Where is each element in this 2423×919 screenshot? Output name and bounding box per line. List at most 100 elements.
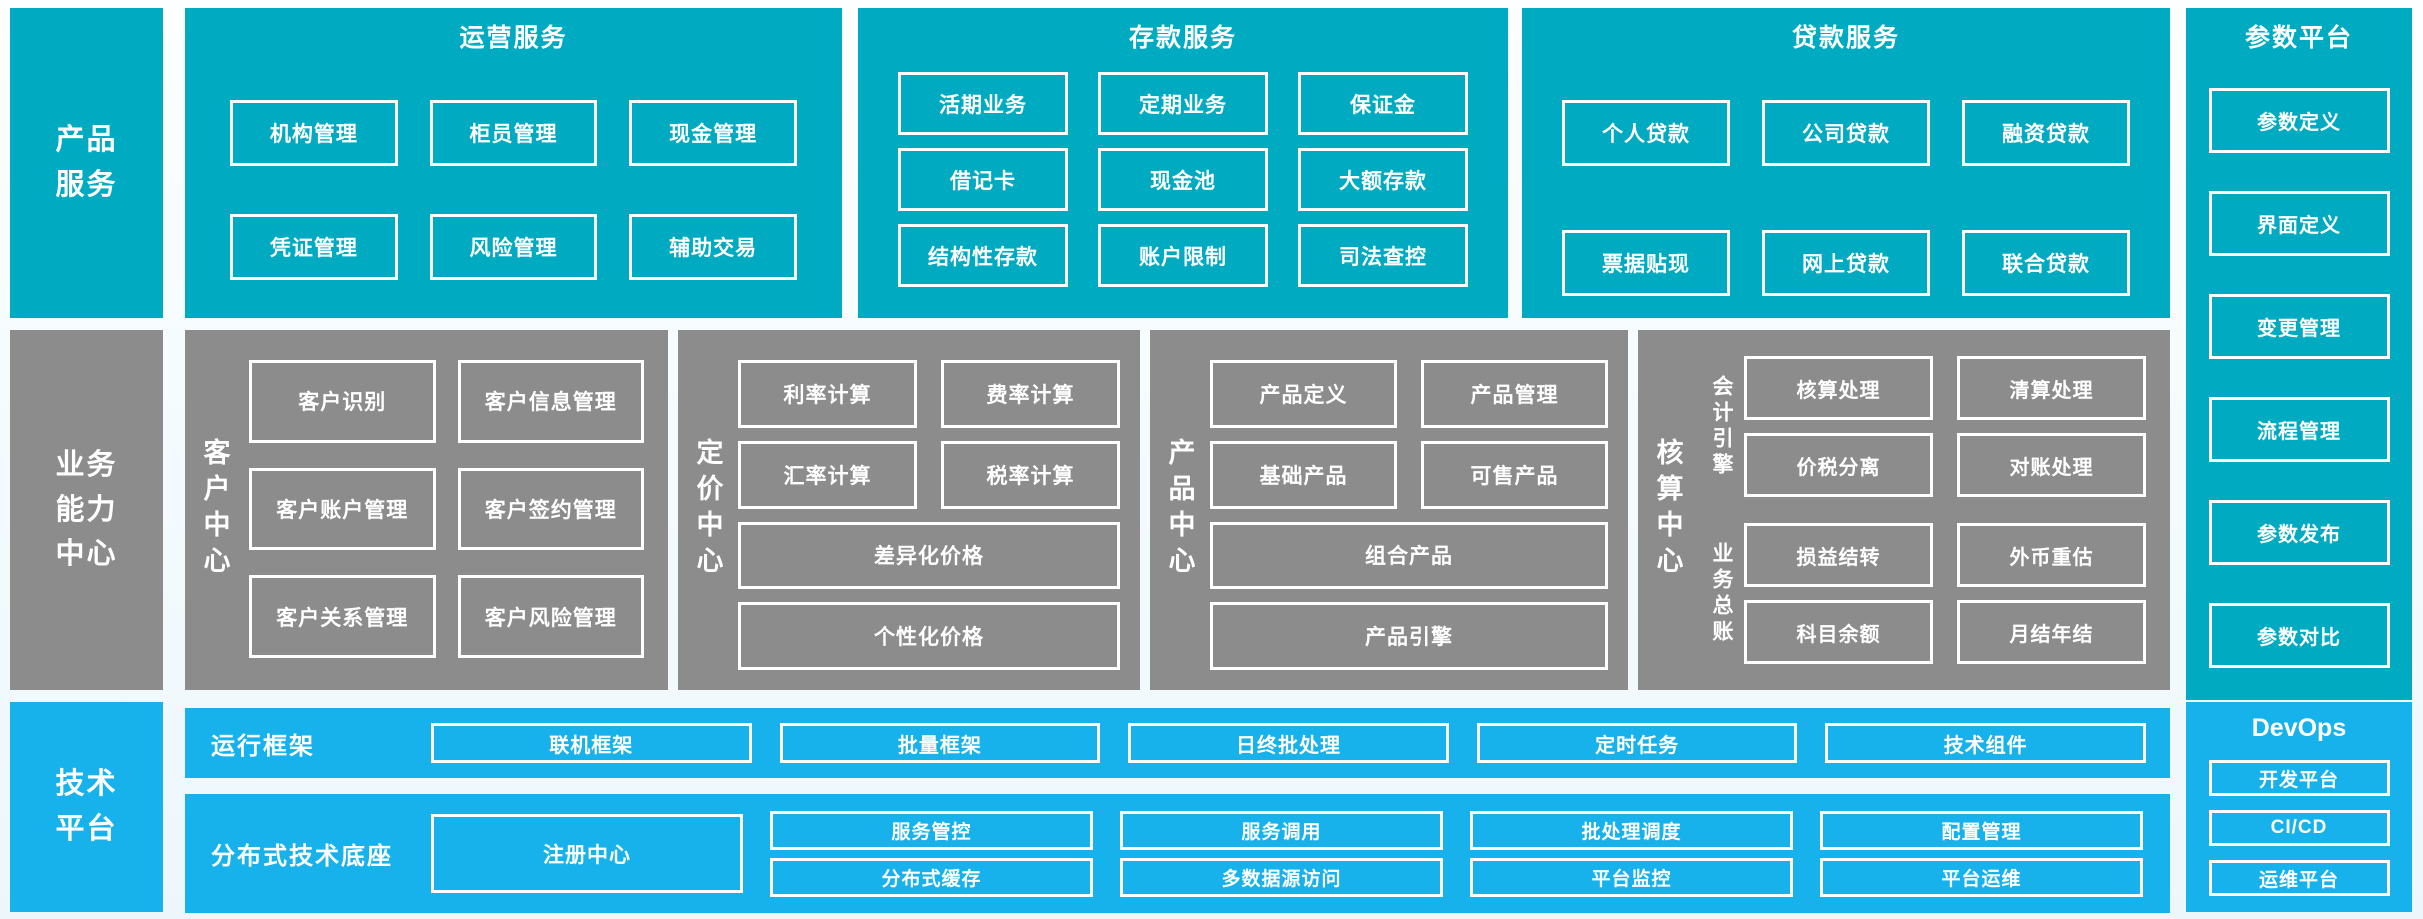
diagram-node: 开发平台 <box>2208 760 2390 796</box>
diagram-node: 平台监控 <box>1470 857 1793 897</box>
diagram-node: 税率计算 <box>941 440 1120 509</box>
accounting-body: 会计引擎 核算处理 清算处理 价税分离 对账处理 业务总账 损益结转 外币重估 … <box>1698 356 2146 664</box>
diagram-node: 对账处理 <box>1957 433 2146 497</box>
diagram-node: 多数据源访问 <box>1120 857 1443 897</box>
diagram-node: 运维平台 <box>2208 860 2390 896</box>
diagram-node: 参数对比 <box>2208 603 2390 668</box>
diagram-node: 个性化价格 <box>738 602 1120 670</box>
band-label-business-center: 业务 能力 中心 <box>10 330 163 690</box>
diagram-node: 月结年结 <box>1957 600 2146 664</box>
diagram-node: 融资贷款 <box>1962 100 2130 166</box>
diagram-node: 流程管理 <box>2208 397 2390 462</box>
section-loan-services: 贷款服务 个人贷款 公司贷款 融资贷款 票据贴现 网上贷款 联合贷款 <box>1522 8 2170 318</box>
diagram-node: 外币重估 <box>1957 523 2146 587</box>
section-deposit-services: 存款服务 活期业务 定期业务 保证金 借记卡 现金池 大额存款 结构性存款 账户… <box>858 8 1508 318</box>
diagram-node: 技术组件 <box>1825 723 2146 763</box>
section-customer-center: 客户中心 客户识别 客户信息管理 客户账户管理 客户签约管理 客户关系管理 客户… <box>185 330 668 690</box>
section-accounting-center: 核算中心 会计引擎 核算处理 清算处理 价税分离 对账处理 业务总账 损益结转 … <box>1638 330 2170 690</box>
diagram-node: 客户账户管理 <box>249 467 436 551</box>
diagram-node: 服务调用 <box>1120 810 1443 850</box>
diagram-node: 产品引擎 <box>1210 602 1608 670</box>
diagram-node: 客户信息管理 <box>457 360 644 443</box>
diagram-node: 公司贷款 <box>1762 100 1930 166</box>
diagram-node: 客户识别 <box>249 360 436 443</box>
diagram-node: 联合贷款 <box>1962 230 2130 296</box>
band-label-line: 中心 <box>55 538 118 571</box>
row-label: 分布式技术底座 <box>211 843 393 870</box>
diagram-node: 利率计算 <box>738 360 917 428</box>
diagram-node: 活期业务 <box>898 72 1068 135</box>
diagram-node: 差异化价格 <box>738 521 1120 590</box>
section-parameter-platform: 参数平台 参数定义 界面定义 变更管理 流程管理 参数发布 参数对比 <box>2186 8 2412 700</box>
diagram-node: 平台运维 <box>1820 857 2143 897</box>
diagram-node: 凭证管理 <box>230 214 398 280</box>
diagram-node: 辅助交易 <box>629 214 797 280</box>
section-product-center: 产品中心 产品定义 产品管理 基础产品 可售产品 组合产品 产品引擎 <box>1150 330 1628 690</box>
diagram-node: 分布式缓存 <box>770 857 1093 897</box>
diagram-node: 结构性存款 <box>898 224 1068 287</box>
diagram-node: 变更管理 <box>2208 294 2390 359</box>
group-vertical-label: 会计引擎 <box>1710 374 1733 479</box>
diagram-node: 风险管理 <box>429 214 598 280</box>
diagram-node: 产品管理 <box>1421 360 1608 428</box>
diagram-node: 批量框架 <box>779 723 1101 763</box>
business-ledger-group: 业务总账 损益结转 外币重估 科目余额 月结年结 <box>1698 523 2146 664</box>
diagram-node: 联机框架 <box>431 723 752 763</box>
diagram-node: 服务管控 <box>770 810 1093 850</box>
diagram-node: 汇率计算 <box>738 440 917 509</box>
diagram-node: 损益结转 <box>1744 523 1933 587</box>
diagram-node: 柜员管理 <box>429 100 598 166</box>
diagram-node: 清算处理 <box>1957 356 2146 420</box>
diagram-node: 科目余额 <box>1744 600 1933 664</box>
product-grid: 产品定义 产品管理 基础产品 可售产品 组合产品 产品引擎 <box>1210 360 1608 670</box>
band-label-line: 能力 <box>55 493 118 526</box>
diagram-node: 现金管理 <box>629 100 797 166</box>
diagram-node: 界面定义 <box>2208 191 2390 256</box>
devops-list: 开发平台 CI/CD 运维平台 <box>2186 760 2412 896</box>
diagram-node: 现金池 <box>1098 148 1268 211</box>
diagram-node: 注册中心 <box>431 814 743 893</box>
diagram-node: 账户限制 <box>1098 224 1268 287</box>
center-vertical-label: 产品中心 <box>1164 438 1195 582</box>
diagram-node: 参数发布 <box>2208 500 2390 565</box>
diagram-node: 可售产品 <box>1421 440 1608 509</box>
center-vertical-label: 定价中心 <box>692 438 723 582</box>
diagram-node: 机构管理 <box>230 100 398 166</box>
section-devops: DevOps 开发平台 CI/CD 运维平台 <box>2186 702 2412 912</box>
section-operations-services: 运营服务 机构管理 柜员管理 现金管理 凭证管理 风险管理 辅助交易 <box>185 8 842 318</box>
diagram-node: 保证金 <box>1298 72 1468 135</box>
diagram-node: 客户关系管理 <box>249 575 436 658</box>
diagram-node: CI/CD <box>2208 810 2390 846</box>
diagram-node: 核算处理 <box>1744 356 1933 420</box>
center-vertical-label: 核算中心 <box>1652 438 1683 582</box>
diagram-node: 批处理调度 <box>1470 810 1793 850</box>
loan-grid: 个人贷款 公司贷款 融资贷款 票据贴现 网上贷款 联合贷款 <box>1562 100 2130 296</box>
band-label-line: 服务 <box>55 169 118 201</box>
section-title: 参数平台 <box>2244 24 2353 52</box>
band-label-product-services: 产品 服务 <box>10 8 163 318</box>
diagram-node: 客户签约管理 <box>457 467 644 551</box>
section-title: 存款服务 <box>1128 24 1237 52</box>
runtime-grid: 联机框架 批量框架 日终批处理 定时任务 技术组件 <box>431 723 2146 763</box>
diagram-node: 大额存款 <box>1298 148 1468 211</box>
center-vertical-label: 客户中心 <box>199 438 230 582</box>
operations-grid: 机构管理 柜员管理 现金管理 凭证管理 风险管理 辅助交易 <box>230 100 797 280</box>
section-title: 运营服务 <box>459 24 568 52</box>
diagram-node: 定时任务 <box>1476 723 1798 763</box>
band-label-tech-platform: 技术 平台 <box>10 702 163 912</box>
diagram-node: 配置管理 <box>1820 810 2143 850</box>
accounting-engine-grid: 核算处理 清算处理 价税分离 对账处理 <box>1744 356 2146 497</box>
section-title: DevOps <box>2251 713 2347 742</box>
diagram-node: 票据贴现 <box>1562 230 1730 296</box>
row-label: 运行框架 <box>211 732 315 760</box>
distributed-grid: 服务管控 服务调用 批处理调度 配置管理 分布式缓存 多数据源访问 平台监控 平… <box>770 810 2143 897</box>
group-vertical-label: 业务总账 <box>1710 541 1733 646</box>
section-title: 贷款服务 <box>1791 24 1900 52</box>
pricing-grid: 利率计算 费率计算 汇率计算 税率计算 差异化价格 个性化价格 <box>738 360 1120 670</box>
diagram-node: 费率计算 <box>941 360 1120 428</box>
section-distributed-base: 分布式技术底座 注册中心 服务管控 服务调用 批处理调度 配置管理 分布式缓存 … <box>185 794 2170 913</box>
diagram-node: 借记卡 <box>898 148 1068 211</box>
band-label-line: 业务 <box>55 448 118 481</box>
band-label-line: 产品 <box>55 124 118 157</box>
diagram-node: 客户风险管理 <box>457 575 644 658</box>
